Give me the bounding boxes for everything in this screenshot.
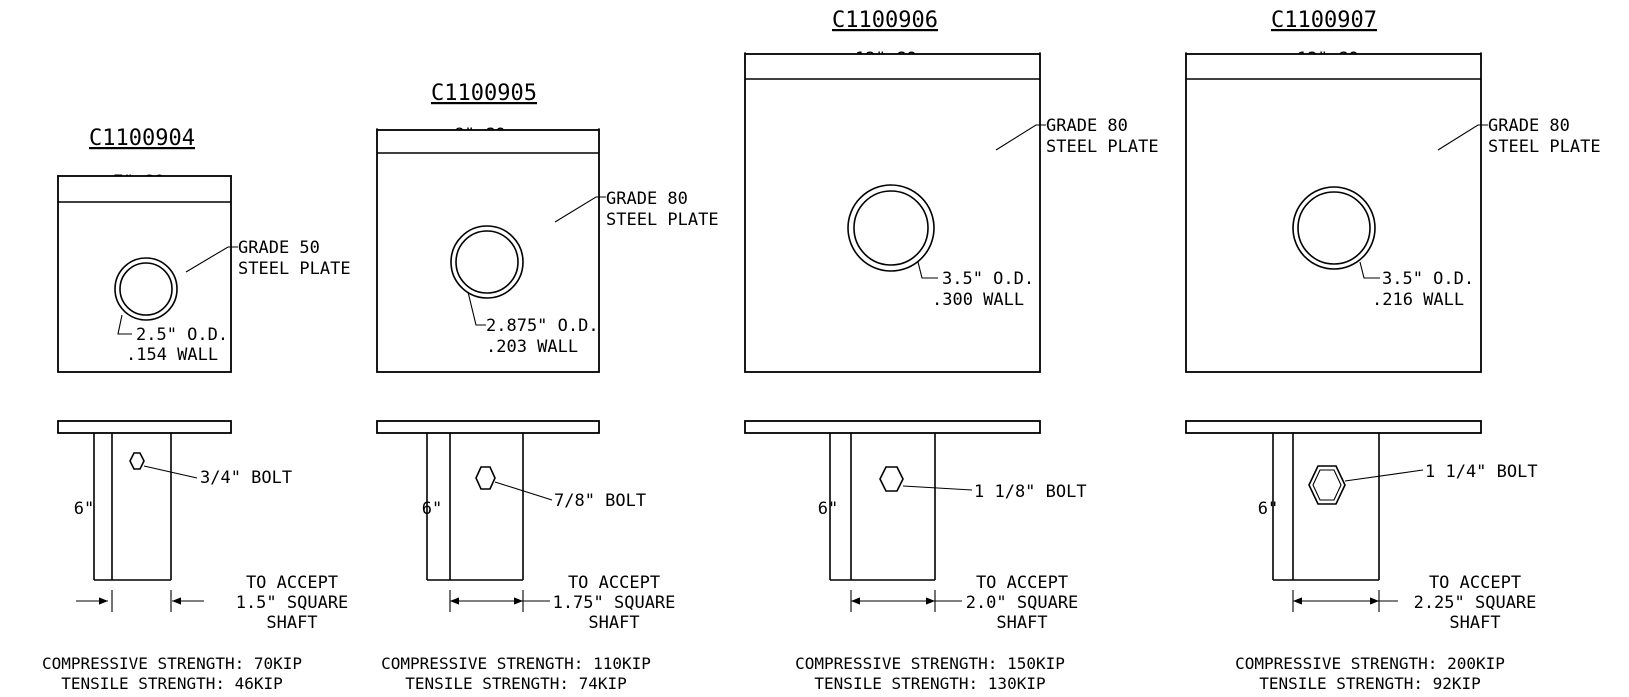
- tensile-strength-label: TENSILE STRENGTH: 46KIP: [61, 674, 283, 693]
- bolt-label: 1 1/4" BOLT: [1425, 462, 1538, 482]
- shaft-label-line2: 2.0" SQUARE: [966, 593, 1079, 613]
- shaft-label-line1: TO ACCEPT: [568, 573, 660, 593]
- hex-bolt-icon: [879, 466, 904, 492]
- compressive-strength-label: COMPRESSIVE STRENGTH: 70KIP: [42, 654, 302, 673]
- part-c1100905: C1100905 8" SQ. GRADE 80 STEEL PLATE 2.8…: [376, 81, 719, 693]
- grade-leader-line: [554, 196, 606, 223]
- tube-outer-circle: [450, 225, 524, 299]
- tube-inner-circle: [853, 190, 929, 266]
- compressive-strength-label: COMPRESSIVE STRENGTH: 150KIP: [795, 654, 1065, 673]
- shaft-label-line3: SHAFT: [996, 613, 1047, 633]
- plate-top-view: [744, 53, 1041, 373]
- hex-bolt-icon: [475, 466, 496, 490]
- grade-leader-line: [995, 124, 1046, 151]
- tensile-strength-label: TENSILE STRENGTH: 74KIP: [405, 674, 627, 693]
- tube-wall-label: .203 WALL: [486, 337, 578, 357]
- part-c1100904: C1100904 7" SQ. GRADE 50 STEEL PLATE 2.5…: [42, 126, 351, 693]
- hex-bolt-icon: [129, 452, 145, 470]
- grade-label: GRADE 50: [238, 238, 320, 258]
- shaft-label-line1: TO ACCEPT: [976, 573, 1068, 593]
- tube-wall-label: .216 WALL: [1372, 290, 1464, 310]
- tube-inner-circle: [119, 262, 173, 316]
- grade-label: GRADE 80: [1046, 116, 1128, 136]
- shaft-label-line2: 2.25" SQUARE: [1414, 593, 1537, 613]
- steel-plate-label: STEEL PLATE: [606, 210, 719, 230]
- tube-od-label: 3.5" O.D.: [1382, 269, 1474, 289]
- plate-side-view: [57, 420, 232, 434]
- tensile-strength-label: TENSILE STRENGTH: 92KIP: [1259, 674, 1481, 693]
- tube-wall-label: .300 WALL: [932, 290, 1024, 310]
- plate-side-view: [376, 420, 600, 434]
- tube-outer-circle: [1292, 186, 1376, 270]
- height-label: 6": [818, 499, 838, 519]
- tube-od-label: 3.5" O.D.: [942, 269, 1034, 289]
- shaft-label-line2: 1.75" SQUARE: [553, 593, 676, 613]
- tube-leader-line: [117, 314, 132, 335]
- plate-top-view: [376, 129, 600, 373]
- bolt-label: 3/4" BOLT: [200, 468, 292, 488]
- shaft-label-line3: SHAFT: [266, 613, 317, 633]
- grade-leader-line: [1437, 124, 1488, 151]
- shaft-label-line1: TO ACCEPT: [1429, 573, 1521, 593]
- compressive-strength-label: COMPRESSIVE STRENGTH: 200KIP: [1235, 654, 1505, 673]
- height-label: 6": [1258, 499, 1278, 519]
- bolt-label: 1 1/8" BOLT: [974, 482, 1087, 502]
- shaft-label-line2: 1.5" SQUARE: [236, 593, 349, 613]
- steel-plate-label: STEEL PLATE: [238, 259, 351, 279]
- part-number-title: C1100904: [89, 126, 195, 151]
- bolt-leader-line: [494, 481, 553, 501]
- plate-top-view: [57, 175, 232, 373]
- compressive-strength-label: COMPRESSIVE STRENGTH: 110KIP: [381, 654, 651, 673]
- grade-label: GRADE 80: [606, 189, 688, 209]
- plate-side-view: [1185, 420, 1482, 434]
- tube-outer-circle: [847, 184, 935, 272]
- steel-plate-label: STEEL PLATE: [1046, 137, 1159, 157]
- steel-plate-label: STEEL PLATE: [1488, 137, 1601, 157]
- tube-leader-line: [467, 291, 486, 326]
- plate-top-view: [1185, 53, 1482, 373]
- tube-leader-line: [1359, 261, 1380, 279]
- tube-od-label: 2.875" O.D.: [486, 316, 599, 336]
- part-c1100907: C1100907 12" SQ. GRADE 80 STEEL PLATE 3.…: [1185, 8, 1601, 693]
- height-label: 6": [422, 499, 442, 519]
- bolt-leader-line: [1344, 469, 1424, 482]
- bolt-label: 7/8" BOLT: [554, 491, 646, 511]
- tube-od-label: 2.5" O.D.: [136, 325, 228, 345]
- height-label: 6": [74, 499, 94, 519]
- part-number-title: C1100907: [1271, 8, 1377, 33]
- tube-inner-circle: [1297, 191, 1371, 265]
- grade-leader-line: [185, 246, 238, 273]
- shaft-label-line3: SHAFT: [588, 613, 639, 633]
- tube-inner-circle: [455, 230, 519, 294]
- hex-bolt-icon: [1308, 465, 1346, 505]
- tube-outer-circle: [114, 257, 178, 321]
- part-number-title: C1100905: [431, 81, 537, 106]
- bolt-leader-line: [143, 465, 198, 479]
- shaft-label-line3: SHAFT: [1449, 613, 1500, 633]
- tube-leader-line: [917, 261, 938, 279]
- bolt-leader-line: [902, 485, 973, 491]
- part-c1100906: C1100906 12" SQ. GRADE 80 STEEL PLATE 3.…: [744, 8, 1159, 693]
- tensile-strength-label: TENSILE STRENGTH: 130KIP: [814, 674, 1045, 693]
- grade-label: GRADE 80: [1488, 116, 1570, 136]
- plate-side-view: [744, 420, 1041, 434]
- shaft-label-line1: TO ACCEPT: [246, 573, 338, 593]
- part-number-title: C1100906: [832, 8, 938, 33]
- tube-wall-label: .154 WALL: [126, 345, 218, 365]
- hex-bolt-inner-outline: [1312, 469, 1342, 501]
